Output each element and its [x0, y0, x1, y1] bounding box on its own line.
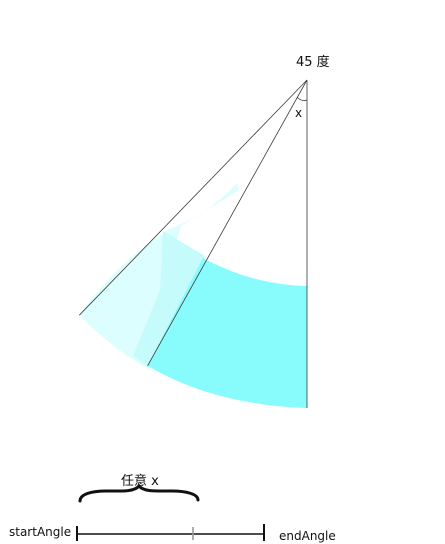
start-radius-line [79, 79, 308, 316]
angle-arc [297, 97, 308, 101]
brace-label: 任意 x [121, 473, 159, 489]
partial-ring-band [147, 258, 307, 408]
angle-label: 45 度 [296, 54, 330, 70]
x-angle-label: x [295, 106, 302, 120]
end-angle-label: endAngle [279, 529, 336, 543]
full-ring-band [79, 183, 239, 370]
transition-strip [133, 231, 205, 368]
curly-brace [78, 483, 200, 503]
middle-radius-line [147, 79, 308, 366]
start-angle-label: startAngle [9, 525, 71, 539]
